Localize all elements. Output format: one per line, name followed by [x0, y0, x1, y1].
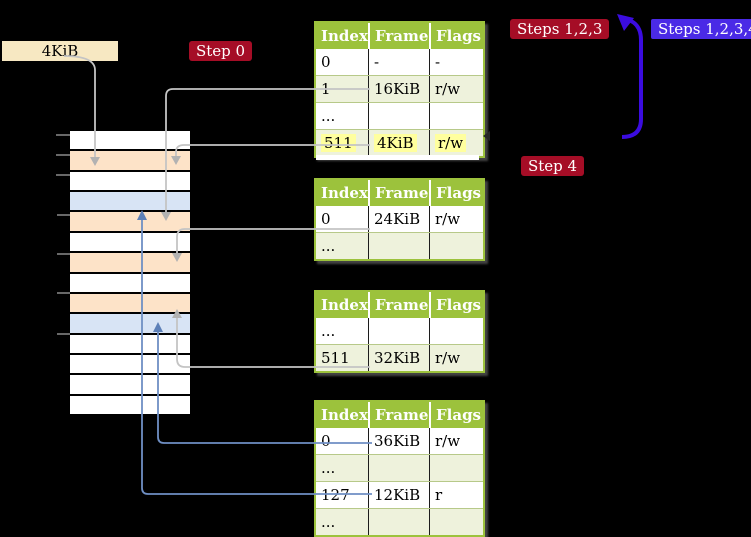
table-truncation-strip	[316, 155, 479, 160]
cell-flags: r/w	[429, 130, 483, 156]
cell-flags: r/w	[429, 428, 483, 454]
cell-frame	[368, 509, 429, 535]
table-header-cell: Index	[321, 406, 368, 424]
table-row: ...	[316, 232, 483, 259]
cell-index: 0	[321, 432, 331, 450]
cell-index: 127	[321, 486, 350, 504]
cell-frame	[368, 103, 429, 129]
memory-row-white	[70, 373, 190, 394]
steps-1234-badge: Steps 1,2,3,4	[651, 19, 751, 39]
cell-flags	[429, 233, 483, 259]
cell-flags: r/w	[429, 345, 483, 371]
cell-index: 0	[321, 210, 331, 228]
table-row: ...	[316, 102, 483, 129]
memory-row-white	[70, 271, 190, 292]
memory-row-frame	[70, 149, 190, 170]
cell-flags	[429, 318, 483, 344]
highlighted-value: 4KiB	[374, 134, 417, 152]
cell-flags: r	[429, 482, 483, 508]
memory-row-page	[70, 190, 190, 211]
loop-back-arrow	[621, 19, 643, 139]
table-row: 511 4KiB r/w	[316, 129, 483, 156]
table-header-cell: Flags	[429, 23, 483, 49]
cell-index: ...	[321, 513, 336, 531]
cell-index: ...	[321, 107, 336, 125]
memory-tick-marks	[56, 134, 70, 335]
steps-123-badge: Steps 1,2,3	[510, 19, 610, 39]
table-header-cell: Frame	[368, 402, 429, 428]
table-header-cell: Frame	[368, 23, 429, 49]
memory-row-white	[70, 169, 190, 191]
memory-row-page	[70, 312, 190, 333]
cell-index: 511	[321, 349, 350, 367]
table-row: 0 --	[316, 49, 483, 75]
cell-flags	[429, 455, 483, 481]
table-header-cell: Flags	[429, 402, 483, 428]
cell-frame: 32KiB	[368, 345, 429, 371]
cell-index: ...	[321, 322, 336, 340]
cell-index: ...	[321, 237, 336, 255]
cell-flags	[429, 103, 483, 129]
table-header-cell: Frame	[368, 180, 429, 206]
cell-frame: 36KiB	[368, 428, 429, 454]
cell-index: 511	[316, 130, 368, 156]
cell-frame	[368, 233, 429, 259]
cell-frame: 12KiB	[368, 482, 429, 508]
frame-size-label: 4KiB	[2, 41, 118, 61]
table-row: ...	[316, 508, 483, 535]
highlighted-value: 511	[321, 134, 356, 152]
cell-index: 0	[321, 53, 331, 71]
cell-index: ...	[321, 459, 336, 477]
table-row: ...	[316, 454, 483, 481]
step4-badge: Step 4	[521, 156, 585, 176]
memory-row-frame	[70, 210, 190, 231]
memory-row-white	[70, 131, 190, 150]
cell-flags: r/w	[429, 76, 483, 102]
cell-flags: r/w	[429, 206, 483, 232]
cell-frame: 4KiB	[368, 130, 429, 156]
cell-flags	[429, 509, 483, 535]
memory-row-white	[70, 230, 190, 252]
memory-row-frame	[70, 251, 190, 272]
loop-back-arrowhead	[617, 14, 634, 31]
step0-badge: Step 0	[189, 41, 253, 61]
table-header-cell: Flags	[429, 180, 483, 206]
cell-frame	[368, 455, 429, 481]
memory-row-white	[70, 352, 190, 374]
table-header-cell: Index	[321, 296, 368, 314]
table-row: ...	[316, 318, 483, 344]
cell-frame	[368, 318, 429, 344]
physical-memory-stack	[70, 131, 190, 415]
highlighted-value: r/w	[435, 134, 467, 152]
memory-row-white	[70, 393, 190, 415]
table-header-cell: Frame	[368, 292, 429, 318]
memory-row-white	[70, 332, 190, 353]
cell-flags: -	[429, 49, 483, 75]
cell-frame: 16KiB	[368, 76, 429, 102]
memory-row-frame	[70, 291, 190, 313]
cell-index: 1	[321, 80, 331, 98]
cell-frame: 24KiB	[368, 206, 429, 232]
table-header-cell: Flags	[429, 292, 483, 318]
cell-frame: -	[368, 49, 429, 75]
table-header-cell: Index	[321, 184, 368, 202]
table-header-cell: Index	[321, 27, 368, 45]
